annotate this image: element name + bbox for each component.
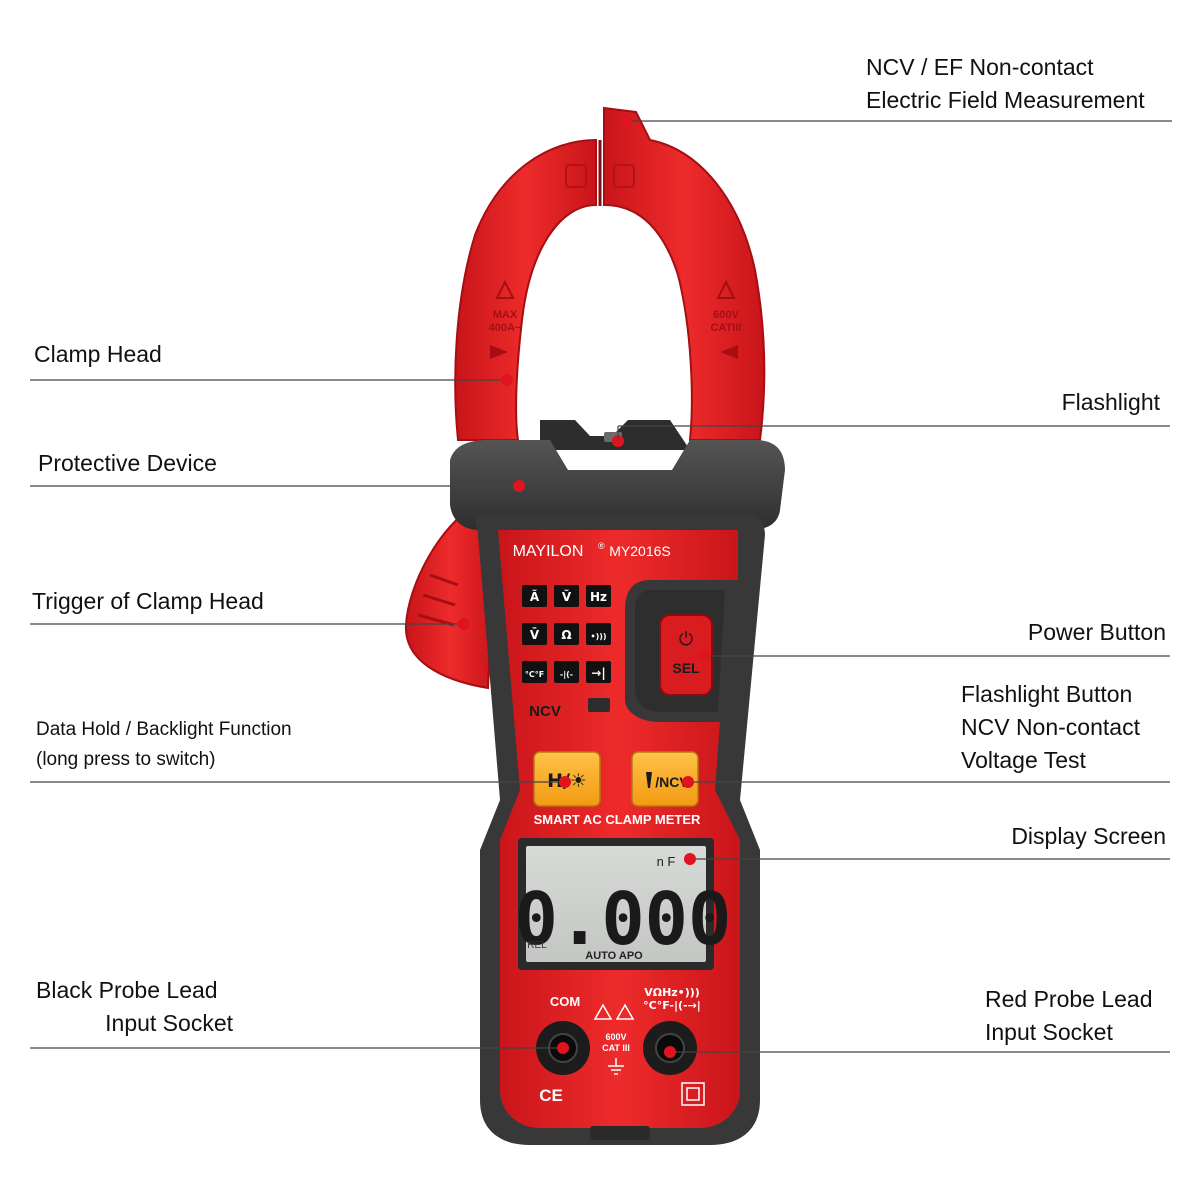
function-key-label-0: Ã	[530, 589, 540, 604]
arrow-left-icon	[490, 345, 508, 359]
callout-flashlight-button-line3: Voltage Test	[961, 747, 1086, 773]
double-insulation-icon	[681, 1082, 705, 1106]
cat-rating-line1: 600V	[605, 1032, 626, 1042]
lcd-reading: 0.000	[515, 877, 732, 961]
callout-flashlight: Flashlight	[1061, 389, 1160, 415]
clamp-right-warning-line1: 600V	[713, 309, 739, 321]
function-key-label-5: •)))	[590, 632, 606, 641]
function-key-5	[586, 623, 611, 645]
callout-black-probe: Black Probe Lead Input Socket	[36, 974, 233, 1040]
bottom-foot	[590, 1126, 650, 1140]
warning-triangle-icon	[593, 1003, 613, 1020]
lcd-unit: n F	[657, 854, 676, 869]
ncv-label: NCV	[529, 703, 561, 720]
function-key-3	[522, 623, 547, 645]
power-icon: ⏻	[679, 629, 693, 650]
clamp-left-warning-line2: 400A~	[489, 322, 522, 334]
flashlight-icon	[646, 772, 652, 788]
callout-flashlight-button-line1: Flashlight Button	[961, 681, 1133, 707]
jaw-marker-left	[565, 164, 587, 188]
model-number: MY2016S	[609, 543, 670, 559]
flashlight-ncv-button-label: /NCV	[655, 774, 689, 790]
dot-power-button	[698, 650, 710, 662]
lcd-auto-apo: AUTO APO	[585, 950, 643, 962]
dot-display-screen	[684, 853, 696, 865]
function-key-4	[554, 623, 579, 645]
display-screen	[526, 846, 706, 962]
dot-protective-device	[513, 480, 525, 492]
ncv-sensor	[588, 698, 610, 712]
dot-clamp-head	[501, 374, 513, 386]
dot-data-hold	[559, 776, 571, 788]
callout-protective-device: Protective Device	[38, 450, 217, 476]
function-key-grid: Ã Ṽ HzV̄ Ω •))) °C°F -|(- →|	[522, 585, 611, 683]
function-key-7	[554, 661, 579, 683]
power-button-label: SEL	[672, 660, 700, 676]
callout-display-screen: Display Screen	[1011, 823, 1166, 849]
function-key-1	[554, 585, 579, 607]
ground-icon	[608, 1058, 624, 1075]
leader-lines	[30, 120, 1172, 1053]
power-button[interactable]	[659, 614, 713, 696]
double-insulation-inner-icon	[686, 1087, 700, 1101]
function-key-label-3: V̄	[530, 627, 540, 642]
callout-data-hold-line2: (long press to switch)	[36, 749, 216, 770]
callout-ncv-ef-line2: Electric Field Measurement	[866, 87, 1145, 113]
callout-black-probe-line2: Input Socket	[105, 1010, 233, 1036]
callout-power-button: Power Button	[1027, 619, 1166, 645]
callout-ncv-ef-line1: NCV / EF Non-contact	[866, 54, 1094, 80]
clamp-left-warning-line1: MAX	[493, 309, 518, 321]
function-key-label-4: Ω	[561, 628, 571, 642]
input-label-line1: VΩHz•)))	[644, 986, 700, 999]
dot-ncv-ef	[620, 115, 632, 127]
function-key-label-1: Ṽ	[562, 589, 572, 604]
shock-warning-icon	[615, 1003, 635, 1020]
lcd-rel-indicator: REL	[527, 940, 547, 951]
com-label: COM	[550, 994, 580, 1009]
function-key-6	[522, 661, 547, 683]
dot-trigger	[458, 618, 470, 630]
brand-name: MAYILON	[513, 543, 584, 560]
function-key-label-2: Hz	[590, 590, 607, 604]
callout-black-probe-line1: Black Probe Lead	[36, 977, 218, 1003]
dot-flashlight-button	[682, 776, 694, 788]
dot-black-probe	[557, 1042, 569, 1054]
warning-triangle-left-icon	[495, 279, 515, 299]
callout-data-hold-line1: Data Hold / Backlight Function	[36, 719, 292, 740]
function-key-0	[522, 585, 547, 607]
arrow-right-icon	[720, 345, 738, 359]
clamp-head-right-jaw	[603, 106, 766, 441]
function-key-label-8: →|	[591, 666, 605, 680]
protective-device	[450, 440, 785, 530]
clamp-head-left-jaw	[454, 138, 597, 441]
callout-trigger: Trigger of Clamp Head	[32, 588, 264, 614]
callout-flashlight-button-line2: NCV Non-contact	[961, 714, 1140, 740]
flashlight-ncv-button[interactable]	[631, 751, 699, 807]
function-key-2	[586, 585, 611, 607]
jaw-marker-right	[613, 164, 635, 188]
function-key-8	[586, 661, 611, 683]
callout-clamp-head: Clamp Head	[34, 341, 162, 367]
callout-red-probe: Red Probe Lead Input Socket	[985, 983, 1153, 1049]
meter-subtitle: SMART AC CLAMP METER	[534, 812, 701, 827]
callout-flashlight-button: Flashlight Button NCV Non-contact Voltag…	[961, 678, 1140, 777]
trigger-grip-lines	[417, 573, 459, 627]
callout-data-hold: Data Hold / Backlight Function (long pre…	[36, 715, 292, 775]
warning-triangle-right-icon	[716, 279, 736, 299]
function-key-label-6: °C°F	[525, 670, 544, 679]
ce-mark: CE	[539, 1086, 563, 1105]
trigger-of-clamp-head	[404, 503, 497, 690]
callout-ncv-ef: NCV / EF Non-contact Electric Field Meas…	[866, 51, 1145, 117]
cat-rating-line2: CAT III	[602, 1043, 630, 1053]
function-key-label-7: -|(-	[560, 670, 573, 679]
dot-red-probe	[664, 1046, 676, 1058]
input-label-line2: °C°F-|(-→|	[643, 999, 701, 1012]
brand-registered-mark: ®	[598, 541, 605, 551]
callout-red-probe-line2: Input Socket	[985, 1019, 1113, 1045]
clamp-right-warning-line2: CATIII	[711, 322, 742, 334]
callout-red-probe-line1: Red Probe Lead	[985, 986, 1153, 1012]
